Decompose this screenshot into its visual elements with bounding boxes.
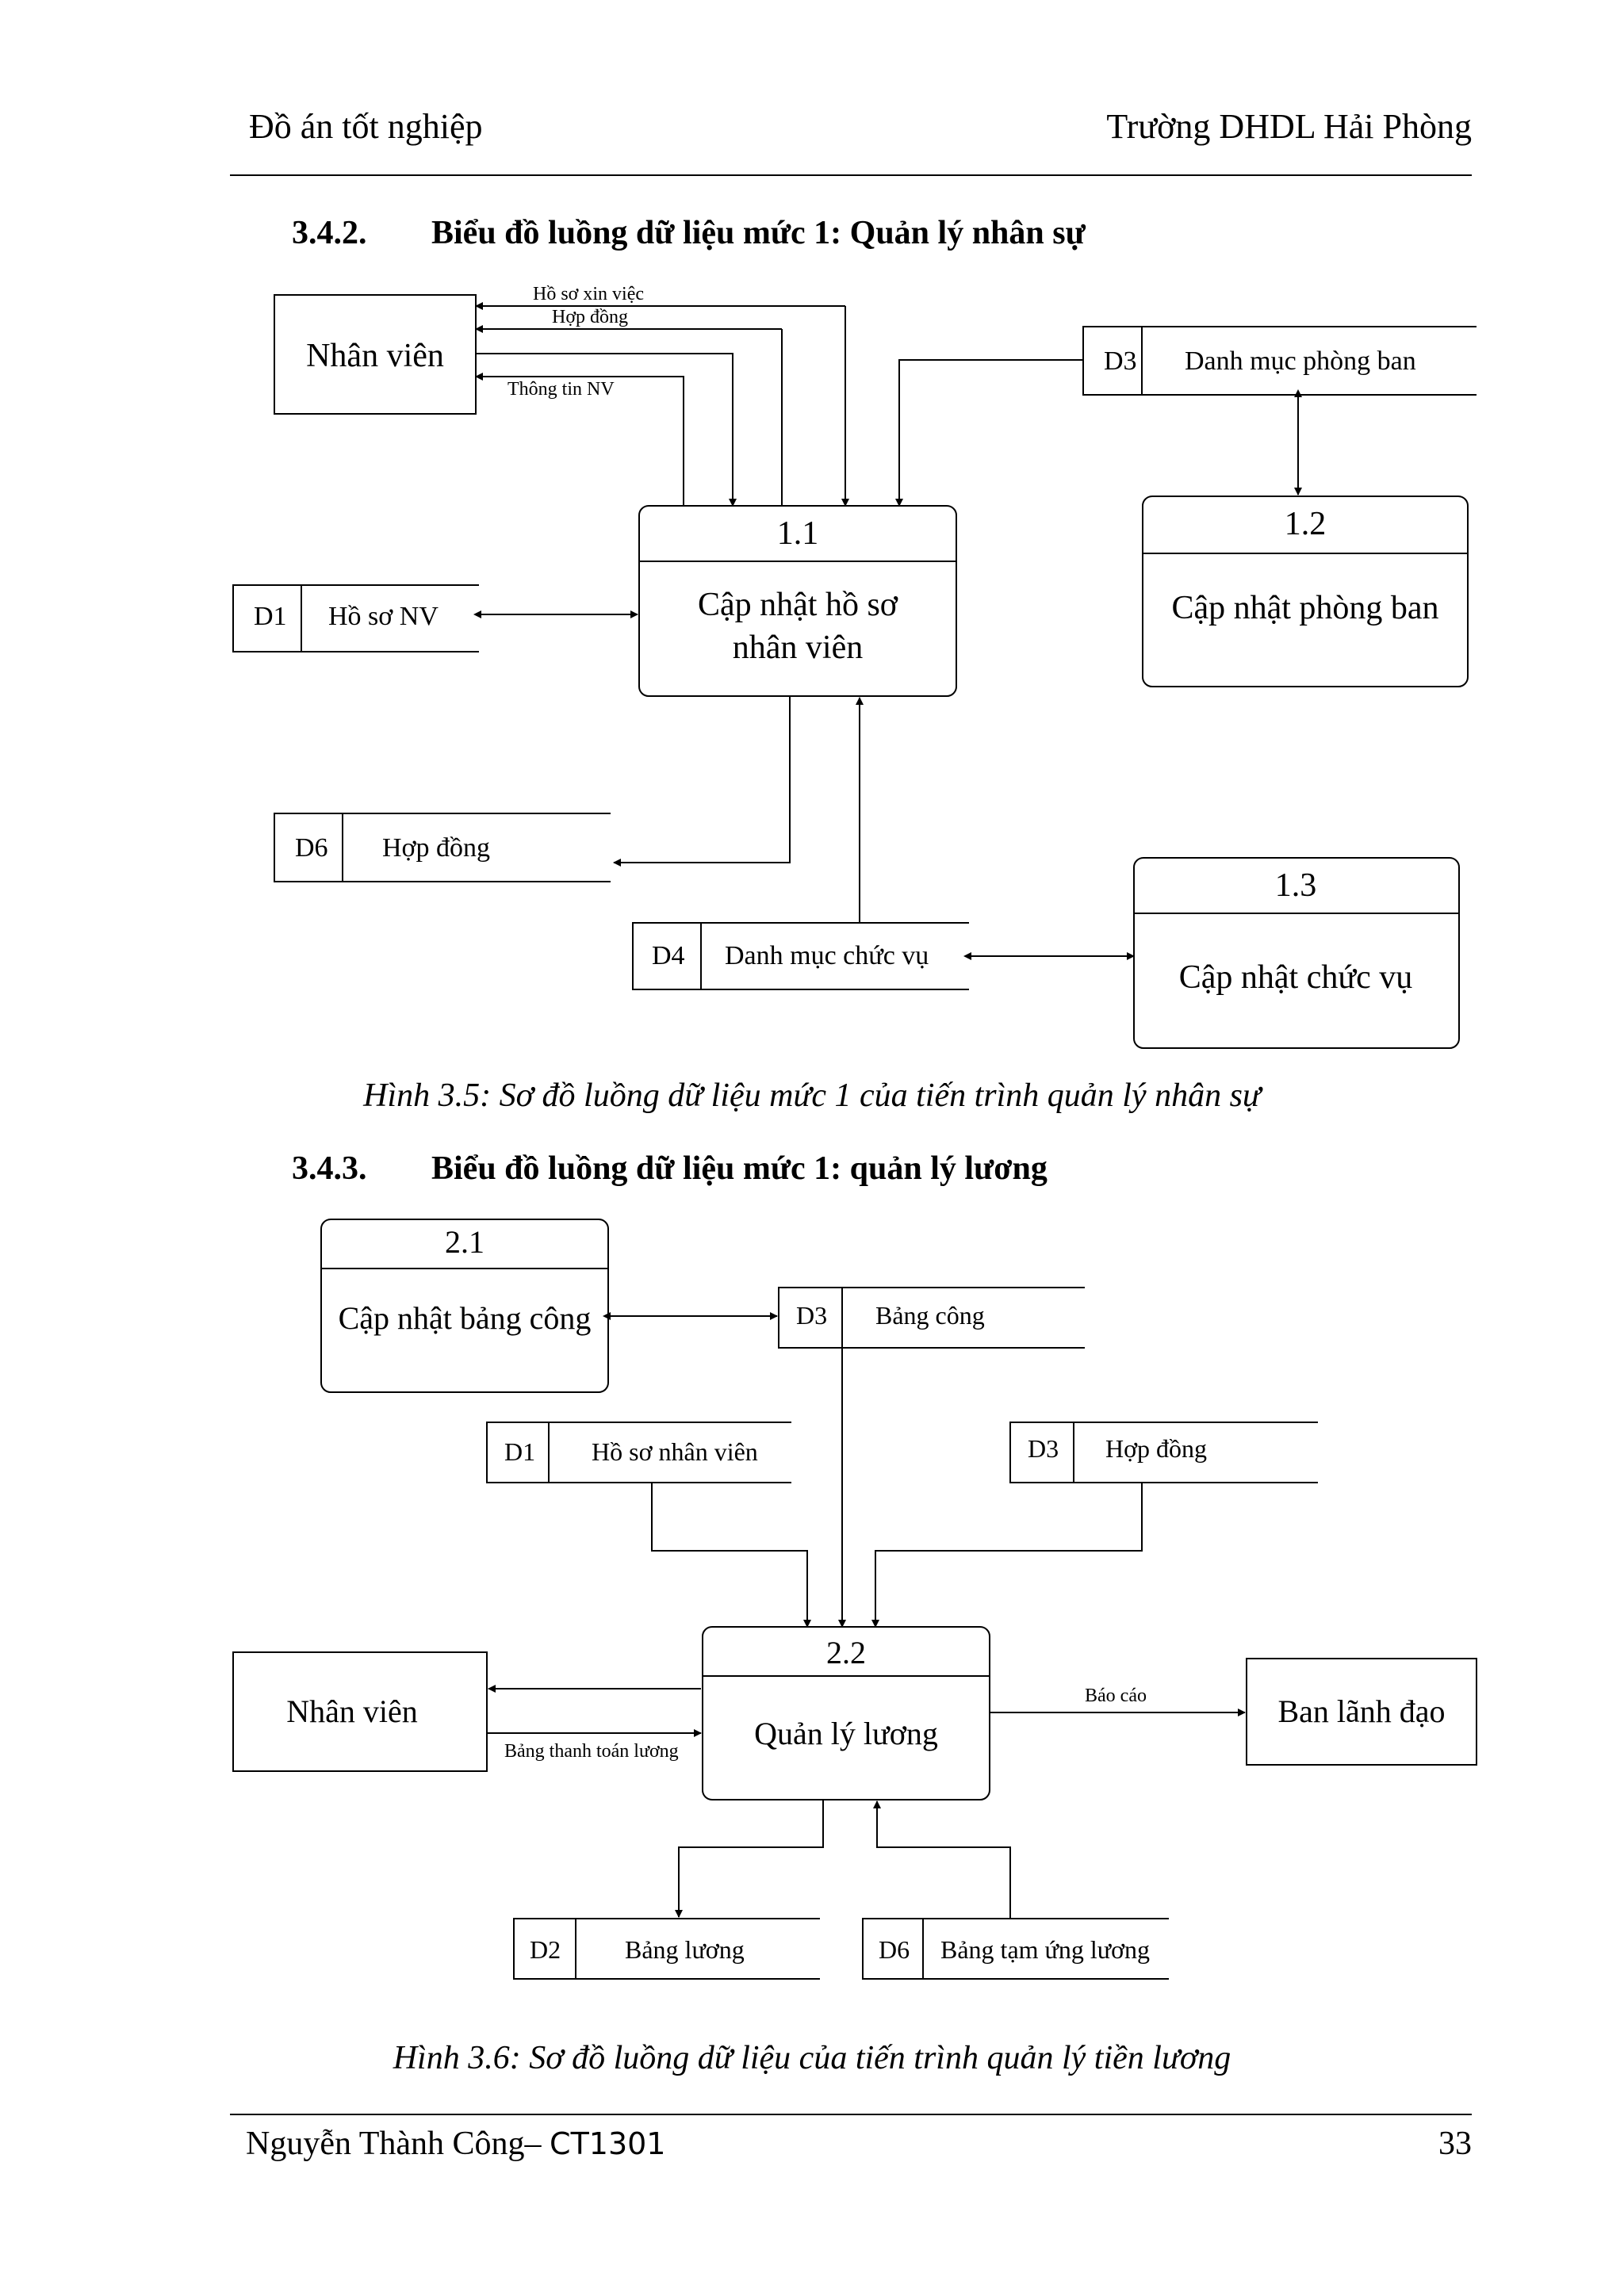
store-d4-name: Danh mục chức vụ (725, 941, 929, 970)
entity-ban-lanh-dao-box (1246, 1658, 1477, 1766)
process-2-1-box (320, 1219, 609, 1393)
process-2-1-id: 2.1 (445, 1224, 485, 1260)
process-2-2-label: Quản lý lương (754, 1716, 938, 1751)
store-d3-bang-cong-id: D3 (796, 1301, 827, 1330)
header-left: Đồ án tốt nghiệp (249, 107, 483, 146)
footer-author-name: Nguyễn Thành Công– (246, 2126, 550, 2162)
store-d6-id: D6 (295, 833, 328, 863)
process-1-2-label: Cập nhật phòng ban (1171, 590, 1438, 626)
entity-ban-lanh-dao-label: Ban lãnh đạo (1277, 1693, 1445, 1729)
header-right: Trường DHDL Hải Phòng (1106, 107, 1472, 146)
section-2-number: 3.4.3. (292, 1150, 367, 1187)
footer-author: Nguyễn Thành Công– CT1301 (246, 2125, 665, 2163)
store-d3-hop-dong-id: D3 (1028, 1434, 1059, 1463)
store-d3-name: Danh mục phòng ban (1185, 346, 1416, 376)
entity-nhan-vien-2-label: Nhân viên (286, 1693, 418, 1729)
process-1-1-label-2: nhân viên (733, 629, 863, 666)
store-d2-id: D2 (530, 1935, 561, 1964)
section-1-number: 3.4.2. (292, 215, 367, 251)
process-1-2-id: 1.2 (1285, 506, 1327, 542)
process-1-1-box (638, 505, 957, 697)
store-d2-name: Bảng lương (625, 1935, 745, 1964)
flow-hop-dong: Hợp đồng (552, 307, 628, 327)
process-1-1-id: 1.1 (777, 515, 819, 552)
store-d1-id: D1 (254, 602, 287, 631)
process-1-1-label-1: Cập nhật hồ sơ (698, 587, 898, 623)
flow-bao-cao: Báo cáo (1085, 1686, 1147, 1706)
store-d3-bang-cong-name: Bảng công (875, 1301, 985, 1330)
footer-rule (230, 2114, 1472, 2115)
store-d6-tam-ung-id: D6 (879, 1935, 910, 1964)
entity-nhan-vien-label: Nhân viên (306, 338, 444, 374)
process-1-3-id: 1.3 (1275, 867, 1317, 904)
figure-3-5-caption: Hình 3.5: Sơ đồ luồng dữ liệu mức 1 của … (363, 1077, 1261, 1114)
flow-ho-so-xin-viec: Hồ sơ xin việc (533, 284, 644, 304)
section-1-title: Biểu đồ luồng dữ liệu mức 1: Quản lý nhâ… (431, 215, 1086, 251)
store-d1-name: Hồ sơ NV (328, 602, 439, 631)
store-d4-id: D4 (652, 941, 685, 970)
process-2-1-label: Cập nhật bảng công (339, 1300, 592, 1336)
store-d3-id: D3 (1104, 346, 1137, 376)
figure-3-6-caption: Hình 3.6: Sơ đồ luồng dữ liệu của tiến t… (393, 2040, 1231, 2076)
store-d6-name: Hợp đồng (382, 833, 490, 863)
store-d6-tam-ung-name: Bảng tạm ứng lương (940, 1935, 1150, 1964)
process-1-3-box (1133, 857, 1460, 1049)
entity-nhan-vien-2-box (232, 1651, 488, 1772)
page-number: 33 (1438, 2126, 1472, 2162)
process-2-2-id: 2.2 (826, 1635, 866, 1670)
process-1-2-box (1142, 496, 1469, 687)
flow-bang-thanh-toan-luong: Bảng thanh toán lương (504, 1741, 679, 1762)
footer-class-code: CT1301 (550, 2126, 666, 2161)
store-d3-hop-dong-name: Hợp đồng (1105, 1434, 1207, 1463)
process-1-3-label: Cập nhật chức vụ (1179, 959, 1413, 996)
flow-thong-tin-nv: Thông tin NV (508, 379, 615, 400)
store-d1-ho-so-id: D1 (504, 1437, 535, 1466)
section-2-title: Biểu đồ luồng dữ liệu mức 1: quản lý lươ… (431, 1150, 1048, 1187)
header-rule (230, 174, 1472, 176)
store-d1-ho-so-name: Hồ sơ nhân viên (592, 1437, 758, 1466)
